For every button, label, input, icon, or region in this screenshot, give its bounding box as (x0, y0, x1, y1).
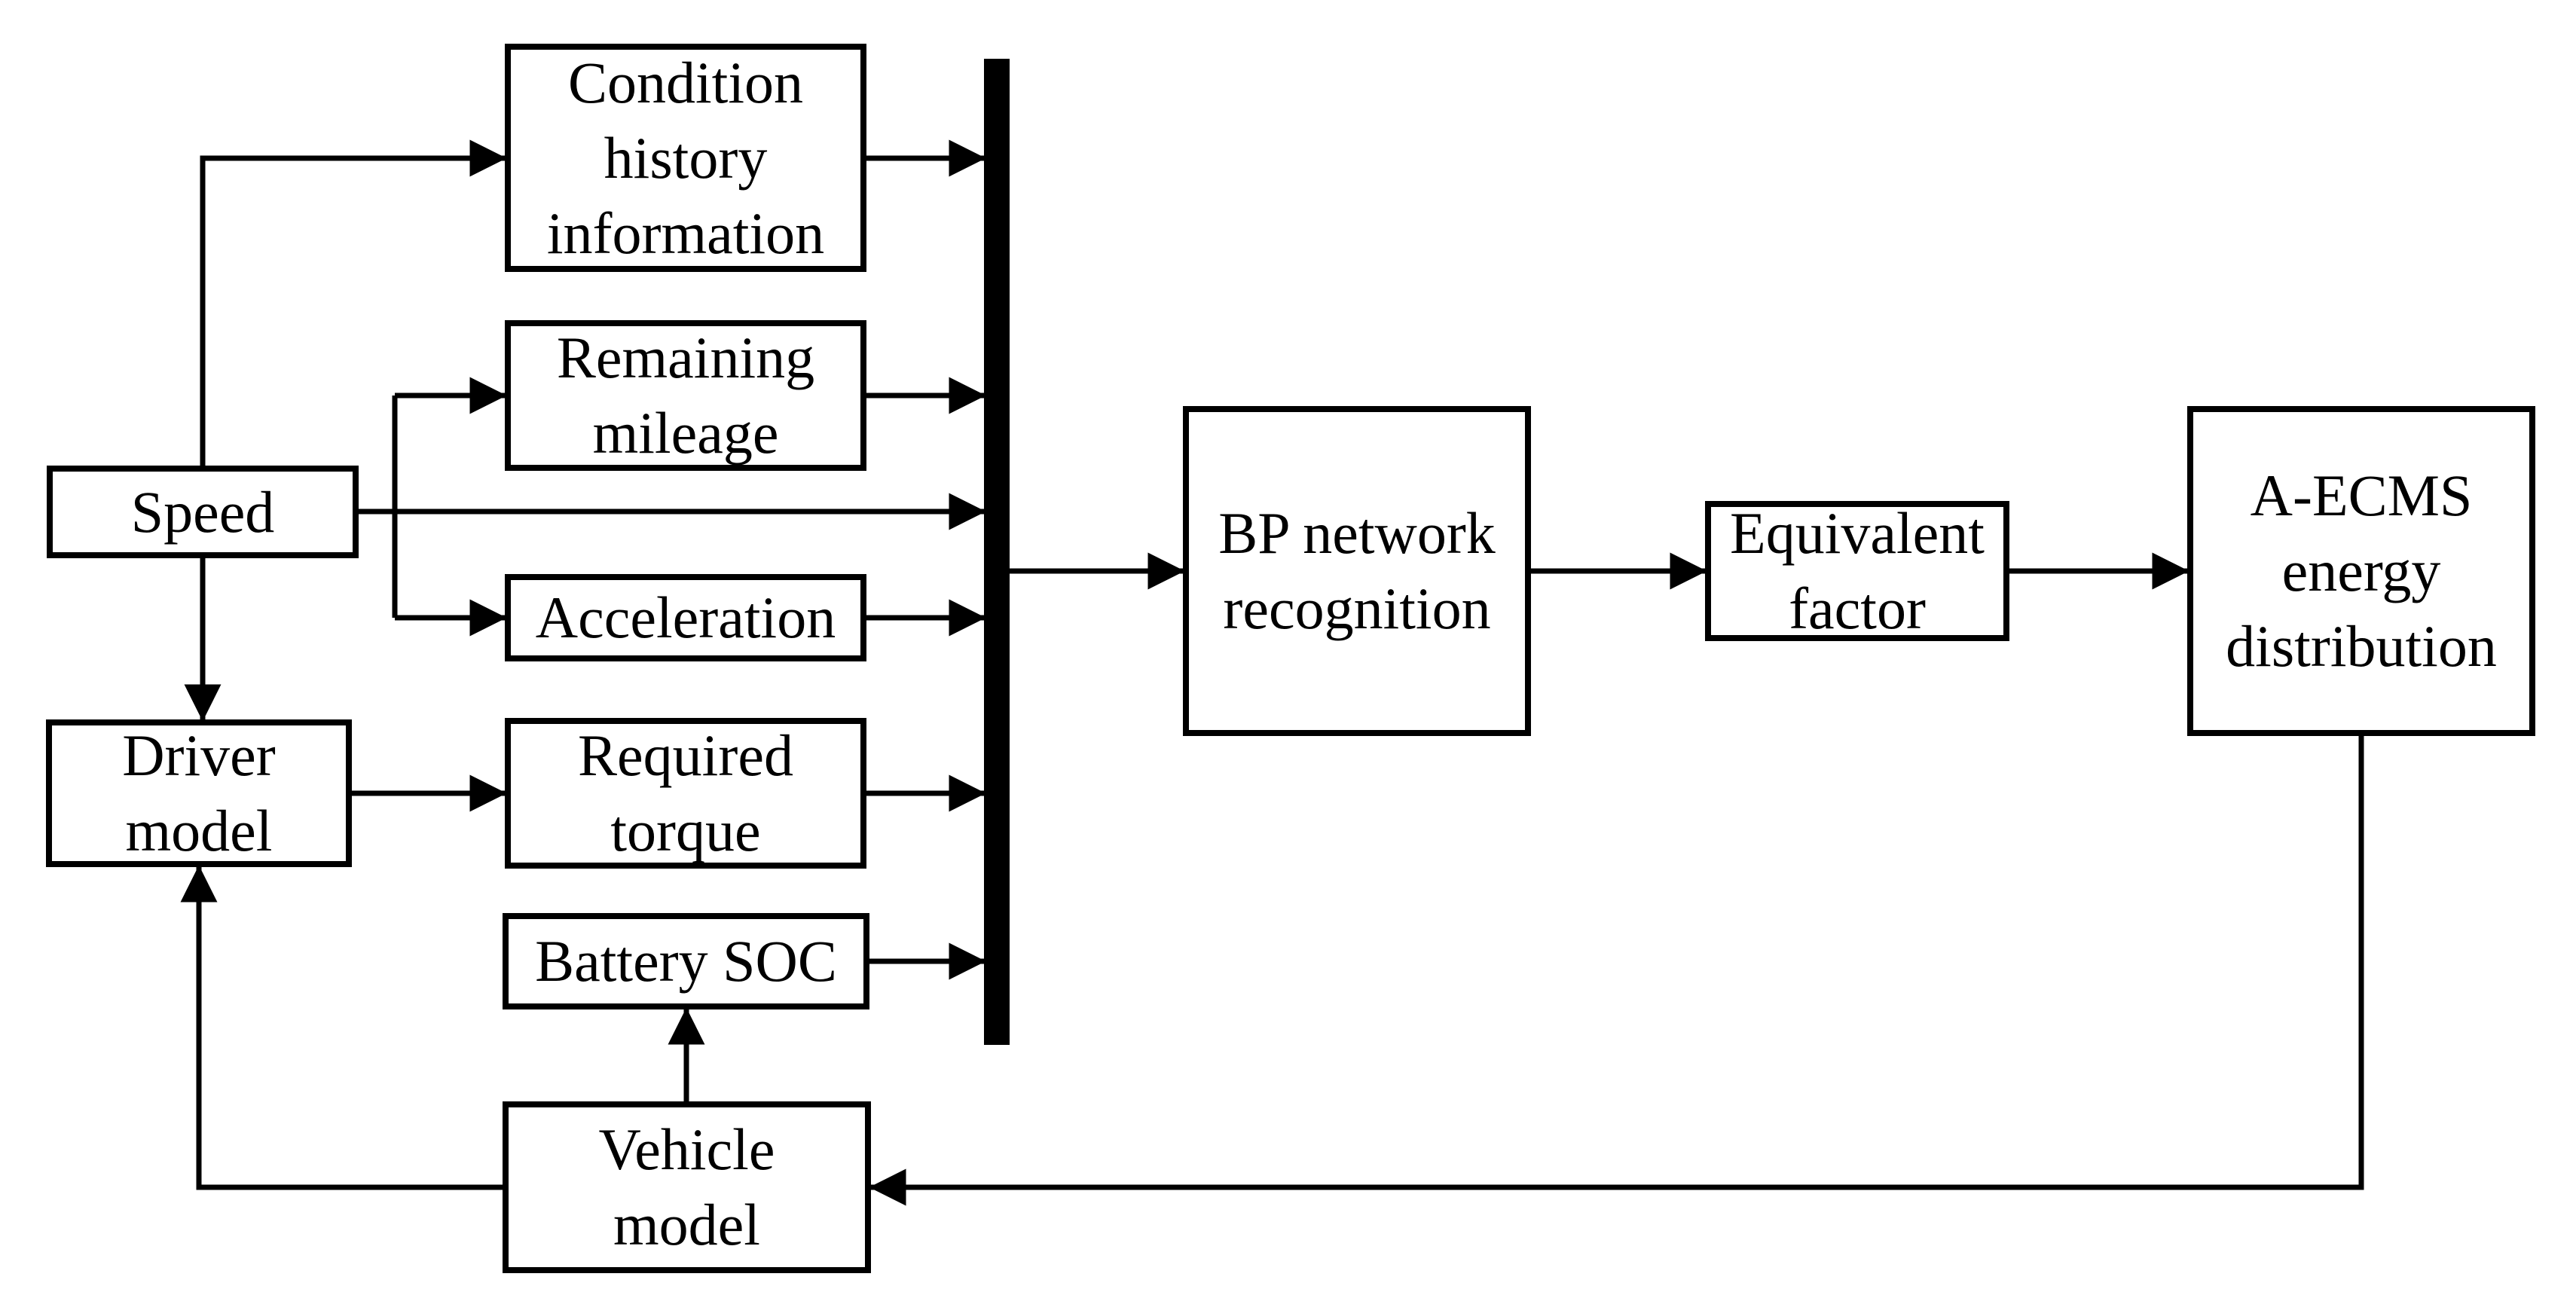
edge-aecms-to-vehicle-model (869, 736, 2364, 1206)
node-acceleration-label: Acceleration (535, 585, 836, 650)
node-battery-soc-label: Battery SOC (535, 928, 837, 994)
node-aecms-energy-distribution-label: A-ECMS energy distribution (2226, 463, 2497, 679)
node-acceleration: Acceleration (505, 574, 866, 661)
node-required-torque-label: Required torque (578, 722, 793, 863)
node-battery-soc: Battery SOC (503, 913, 869, 1009)
node-condition-history-information: Condition history information (505, 44, 866, 272)
signal-bus-bar (984, 59, 1010, 1045)
node-driver-model-label: Driver model (122, 722, 276, 863)
edge-speed-to-condition-history (200, 139, 507, 466)
node-driver-model: Driver model (46, 719, 352, 867)
node-remaining-mileage-label: Remaining mileage (556, 325, 815, 466)
node-condition-history-information-label: Condition history information (546, 49, 825, 266)
node-speed: Speed (47, 466, 359, 558)
node-vehicle-model: Vehicle model (503, 1101, 871, 1273)
node-bp-network-recognition-label: BP network recognition (1218, 500, 1496, 641)
node-bp-network-recognition: BP network recognition (1183, 406, 1531, 736)
node-speed-label: Speed (130, 478, 275, 545)
node-equivalent-factor: Equivalent factor (1705, 500, 2009, 641)
node-equivalent-factor-label: Equivalent factor (1730, 500, 1985, 641)
node-remaining-mileage: Remaining mileage (505, 320, 866, 471)
node-aecms-energy-distribution: A-ECMS energy distribution (2187, 406, 2535, 736)
node-vehicle-model-label: Vehicle model (598, 1116, 775, 1257)
node-required-torque: Required torque (505, 718, 866, 869)
edge-vehicle-model-to-driver-model (180, 865, 503, 1190)
